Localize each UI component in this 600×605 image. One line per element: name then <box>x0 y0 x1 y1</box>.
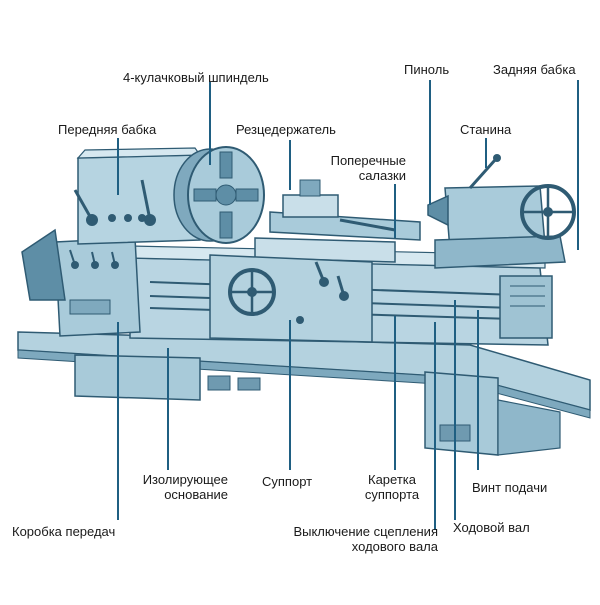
label-insulating-base-line2: основание <box>164 487 228 502</box>
belt-guard <box>21 228 66 301</box>
label-gearbox: Коробка передач <box>12 524 116 539</box>
label-apron: Каретка суппорта <box>352 472 432 502</box>
label-clutch: Выключение сцепления ходового вала <box>268 524 438 554</box>
label-spindle: 4-кулачковый шпиндель <box>123 70 269 85</box>
label-clutch-line2: ходового вала <box>351 539 438 554</box>
label-bed: Станина <box>460 122 512 137</box>
tailstock-base <box>434 235 566 269</box>
label-carriage: Суппорт <box>262 474 313 489</box>
gearbox-slot <box>69 299 111 315</box>
base-slot-1 <box>207 375 231 391</box>
label-apron-line1: Каретка <box>368 472 416 487</box>
label-cross-slide-line2: салазки <box>358 168 406 183</box>
label-apron-line2: суппорта <box>364 487 420 502</box>
label-cross-slide-line1: Поперечные <box>330 153 406 168</box>
carriage-apron <box>209 254 373 343</box>
toolholder <box>282 194 339 218</box>
label-clutch-line1: Выключение сцепления <box>293 524 438 539</box>
quill <box>427 194 449 227</box>
label-insulating-base-line1: Изолирующее <box>142 472 228 487</box>
insulating-base-block <box>74 354 201 401</box>
leg-foot <box>497 399 561 456</box>
label-quill: Пиноль <box>404 62 450 77</box>
label-tailstock: Задняя бабка <box>493 62 576 77</box>
label-toolholder: Резцедержатель <box>236 122 336 137</box>
label-insulating-base: Изолирующее основание <box>118 472 228 502</box>
leader-lines <box>117 80 579 530</box>
gearbox-body <box>54 237 141 337</box>
label-feed-screw: Винт подачи <box>472 480 548 495</box>
label-headstock: Передняя бабка <box>58 122 157 137</box>
label-cross-slide: Поперечные салазки <box>318 153 406 183</box>
bed-right-end <box>499 275 553 339</box>
carriage-saddle <box>254 237 396 263</box>
label-lead-shaft: Ходовой вал <box>453 520 530 535</box>
cross-slide <box>269 211 421 241</box>
base-slot-2 <box>237 377 261 391</box>
